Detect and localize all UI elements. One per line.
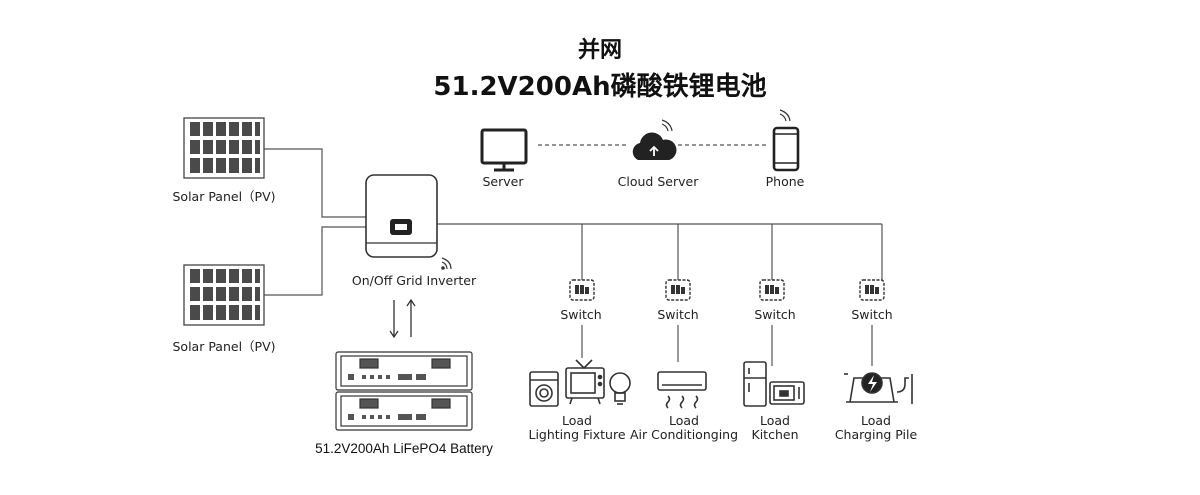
wiring: [264, 144, 883, 366]
ev-charger-icon: [844, 372, 913, 404]
load-label: Load: [861, 413, 891, 428]
switch-label: Switch: [754, 307, 796, 322]
diagram-title-line-2: 51.2V200Ah磷酸铁锂电池: [433, 72, 767, 102]
diagram-title-line-1: 并网: [577, 38, 622, 63]
load-label: Load: [760, 413, 790, 428]
switch-label: Switch: [560, 307, 602, 322]
phone-label: Phone: [765, 174, 805, 189]
inverter-icon: [365, 174, 438, 258]
load-label: Load: [562, 413, 592, 428]
battery-icon: [335, 351, 473, 431]
washing-machine-icon: [529, 371, 559, 407]
switch-label: Switch: [657, 307, 699, 322]
switch-label: Switch: [851, 307, 893, 322]
load-name: Air Conditionging: [629, 427, 739, 442]
wire-solar-1: [264, 148, 366, 218]
smartphone-icon: [772, 126, 800, 172]
air-conditioner-icon: [657, 371, 707, 409]
cloud-icon: [632, 132, 677, 160]
solar-panel-label: Solar Panel（PV): [172, 339, 276, 354]
wifi-icon: [661, 119, 673, 132]
light-bulb-icon: [609, 372, 631, 405]
microwave-icon: [769, 381, 805, 405]
load-name: Charging Pile: [834, 427, 918, 442]
solar-panel-icon: [183, 117, 265, 179]
wifi-icon: [779, 109, 791, 122]
wifi-icon: [441, 257, 452, 270]
tv-icon: [565, 359, 605, 405]
cloud-server-label: Cloud Server: [617, 174, 699, 189]
switch-icon: [859, 279, 885, 301]
switch-icon: [759, 279, 785, 301]
battery-label: 51.2V200Ah LiFePO4 Battery: [315, 441, 493, 456]
inverter-label: On/Off Grid Inverter: [351, 273, 477, 288]
wire-solar-2: [264, 226, 366, 296]
solar-panel-label: Solar Panel（PV): [172, 189, 276, 204]
load-name: Lighting Fixture: [528, 427, 626, 442]
monitor-icon: [480, 128, 528, 172]
refrigerator-icon: [743, 361, 767, 407]
solar-panel-icon: [183, 264, 265, 326]
load-label: Load: [669, 413, 699, 428]
arrow-up-icon: [406, 298, 416, 337]
arrow-down-icon: [389, 300, 399, 339]
switch-icon: [569, 279, 595, 301]
switch-icon: [665, 279, 691, 301]
load-name: Kitchen: [751, 427, 799, 442]
server-label: Server: [482, 174, 524, 189]
